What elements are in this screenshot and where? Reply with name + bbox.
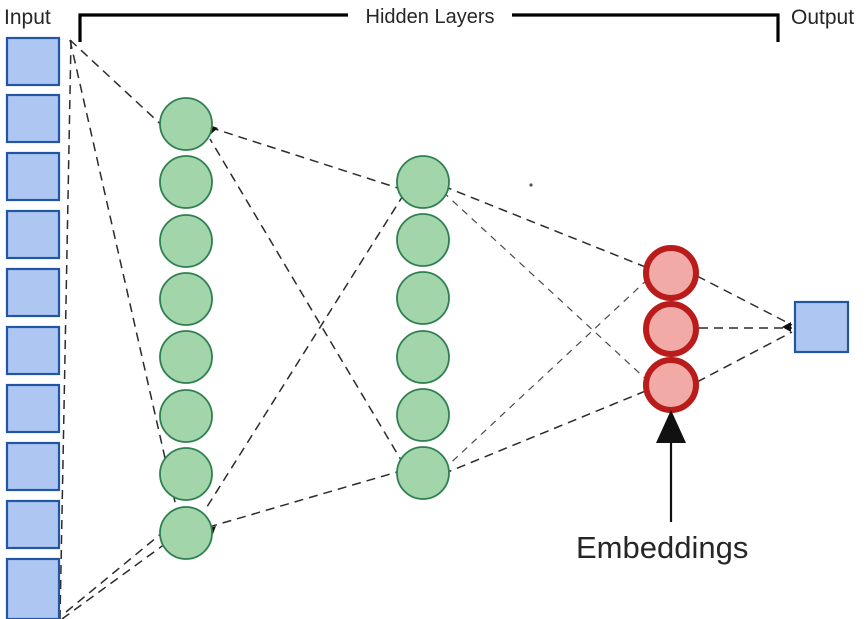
hidden-node[interactable] — [396, 213, 450, 267]
input-node[interactable] — [5, 209, 61, 260]
connection-line — [696, 331, 793, 383]
connection-line — [65, 527, 169, 613]
hidden-node[interactable] — [159, 330, 213, 384]
embeddings-callout-arrow — [656, 410, 686, 522]
connections-hidden2-to-embeddings — [440, 179, 649, 477]
connection-line — [208, 469, 405, 528]
hidden-node[interactable] — [159, 97, 213, 151]
hidden-node[interactable] — [159, 214, 213, 268]
stray-speck — [529, 183, 533, 187]
input-layer — [5, 36, 61, 619]
bracket-right-segment — [512, 13, 780, 42]
arrowhead — [782, 322, 791, 332]
connection-line — [442, 389, 649, 475]
hidden-node[interactable] — [159, 506, 213, 560]
input-label: Input — [4, 6, 51, 29]
connection-line — [204, 193, 405, 511]
hidden-node[interactable] — [396, 330, 450, 384]
embeddings-label: Embeddings — [576, 530, 748, 565]
input-node[interactable] — [5, 36, 61, 87]
connection-line — [59, 39, 72, 619]
hidden-node[interactable] — [159, 447, 213, 501]
embedding-node[interactable] — [643, 301, 699, 357]
hidden-layers-label: Hidden Layers — [366, 6, 495, 28]
connection-line — [442, 278, 649, 471]
connection-line — [442, 191, 649, 382]
hidden-node[interactable] — [396, 155, 450, 209]
input-node[interactable] — [5, 383, 61, 434]
input-node[interactable] — [5, 267, 61, 318]
hidden-node[interactable] — [159, 155, 213, 209]
hidden-layer-2 — [396, 155, 450, 500]
connection-line — [69, 39, 181, 525]
hidden-node[interactable] — [159, 389, 213, 443]
embedding-node[interactable] — [643, 245, 699, 301]
output-label: Output — [791, 6, 854, 29]
hidden-layers-bracket — [78, 13, 780, 42]
connection-line — [61, 532, 181, 619]
input-node[interactable] — [5, 151, 61, 202]
connections-hidden1-to-hidden2 — [204, 125, 405, 534]
output-node[interactable] — [793, 300, 850, 354]
input-node[interactable] — [5, 441, 61, 492]
arrow-head — [656, 410, 686, 443]
hidden-node[interactable] — [159, 272, 213, 326]
hidden-node[interactable] — [396, 388, 450, 442]
hidden-node[interactable] — [396, 446, 450, 500]
connection-line — [211, 127, 405, 191]
hidden-layer-1 — [159, 97, 213, 560]
output-layer — [793, 300, 850, 354]
input-node[interactable] — [5, 325, 61, 376]
connection-line — [209, 138, 405, 466]
bracket-left-segment — [78, 13, 348, 42]
input-node[interactable] — [5, 93, 61, 144]
connection-line — [69, 39, 169, 132]
connection-line — [442, 185, 649, 269]
input-node[interactable] — [5, 499, 61, 550]
hidden-node[interactable] — [396, 271, 450, 325]
embedding-layer — [643, 245, 699, 413]
input-node[interactable] — [5, 557, 61, 619]
connection-line — [696, 275, 793, 326]
embedding-node[interactable] — [643, 357, 699, 413]
connections-embeddings-to-output — [696, 275, 793, 383]
